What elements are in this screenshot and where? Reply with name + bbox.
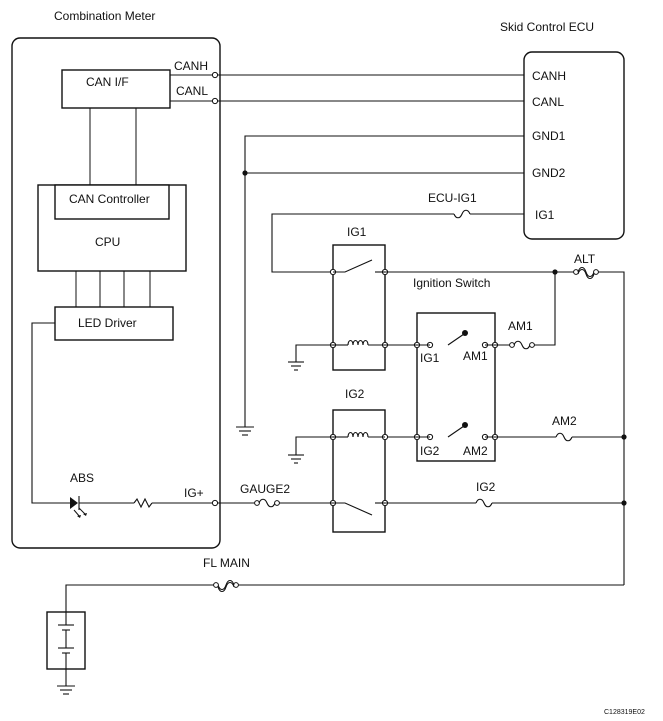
- battery-bus-wire: [598, 271, 625, 585]
- ig2-relay-label: IG2: [345, 387, 365, 401]
- combination-meter-box: [11, 37, 221, 549]
- abs-label: ABS: [70, 471, 94, 485]
- figure-code: C128319E02: [604, 709, 645, 716]
- can-controller-label: CAN Controller: [69, 192, 150, 206]
- switch-am2-label: AM2: [463, 444, 488, 458]
- switch-ig2-label: IG2: [420, 444, 440, 458]
- ig2-relay-coil-icon: [347, 431, 369, 438]
- ig1-relay-switch: [333, 259, 373, 273]
- ig2-relay-switch: [333, 502, 373, 516]
- ig1-relay-label: IG1: [347, 225, 367, 239]
- ig2-fuse-label: IG2: [476, 480, 496, 494]
- fl-main-fuse-icon: [213, 579, 239, 593]
- can-controller-block: [54, 184, 170, 220]
- can-if-label: CAN I/F: [86, 75, 129, 89]
- ig2-relay-box: [332, 409, 386, 533]
- gnd2-pin: GND2: [532, 166, 566, 180]
- can-if-block: [61, 69, 171, 109]
- am1-fuse-label: AM1: [508, 319, 533, 333]
- am1-fuse-icon: [509, 340, 535, 350]
- ignition-switch-am2-contact: [447, 422, 468, 438]
- ground-icon-ecu: [236, 426, 254, 436]
- ground-icon-ig2: [288, 454, 304, 464]
- gnd1-wire: [244, 135, 524, 427]
- skid-control-ecu-box: [523, 51, 625, 240]
- canl-pin-ecu: CANL: [532, 95, 564, 109]
- ignition-switch-am1-contact: [447, 330, 468, 346]
- ig1-ecu-pin: IG1: [535, 208, 555, 222]
- alt-fuse-label: ALT: [574, 252, 596, 266]
- fl-main-fuse-label: FL MAIN: [203, 556, 250, 570]
- gauge2-fuse-icon: [254, 498, 280, 508]
- ecu-ig1-fuse-label: ECU-IG1: [428, 191, 477, 205]
- skid-control-ecu-title: Skid Control ECU: [500, 20, 594, 34]
- switch-ig1-label: IG1: [420, 351, 440, 365]
- ecu-ig1-fuse-icon: [453, 209, 471, 219]
- resistor-icon: [133, 497, 153, 509]
- gauge2-fuse-label: GAUGE2: [240, 482, 290, 496]
- cpu-label: CPU: [95, 235, 120, 249]
- am2-fuse-label: AM2: [552, 414, 577, 428]
- combination-meter-title: Combination Meter: [54, 9, 155, 23]
- canh-pin-meter: CANH: [174, 59, 208, 73]
- ground-icon-ig1: [288, 361, 304, 371]
- ignition-switch-title: Ignition Switch: [413, 276, 490, 290]
- led-driver-label: LED Driver: [78, 316, 137, 330]
- ig1-relay-box: [332, 244, 386, 371]
- ground-icon-battery: [57, 685, 75, 695]
- battery-icon: [58, 612, 74, 669]
- switch-am1-label: AM1: [463, 349, 488, 363]
- am2-fuse-icon: [555, 432, 573, 442]
- ig2-fuse-icon: [475, 498, 493, 508]
- led-driver-block: [54, 306, 174, 341]
- canl-pin-meter: CANL: [176, 84, 208, 98]
- gnd1-pin: GND1: [532, 129, 566, 143]
- ig-plus-pin: IG+: [184, 486, 204, 500]
- ig1-relay-coil-icon: [347, 339, 369, 346]
- alt-fuse-icon: [573, 266, 599, 280]
- canh-pin-ecu: CANH: [532, 69, 566, 83]
